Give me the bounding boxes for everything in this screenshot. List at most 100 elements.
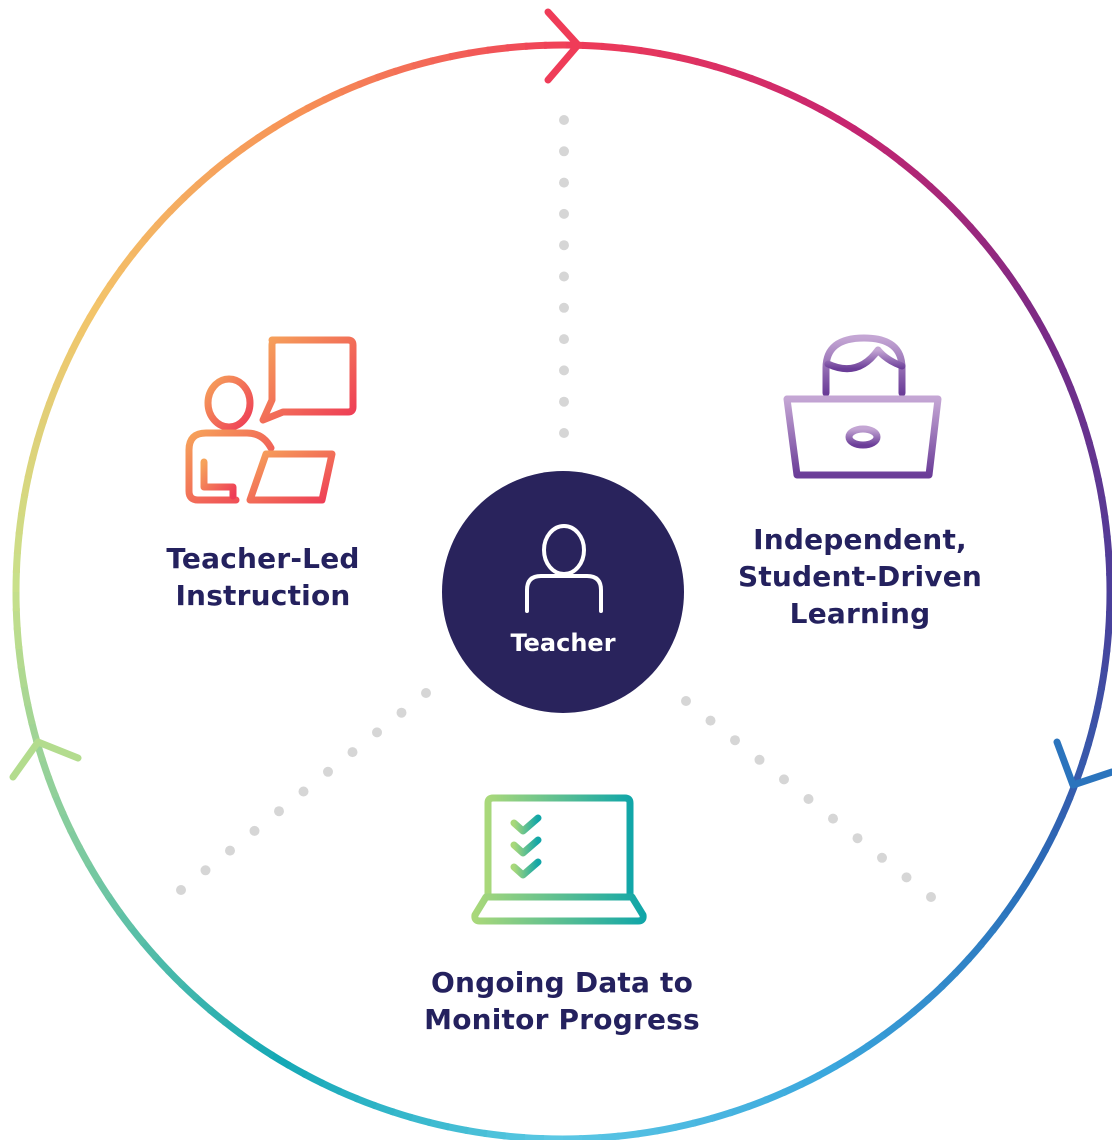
ring-segment — [239, 134, 262, 153]
ring-segment — [448, 49, 472, 61]
ring-segment — [486, 44, 510, 54]
ring-segment — [1033, 316, 1051, 340]
divider-dot — [298, 786, 309, 797]
ring-segment — [746, 1095, 770, 1111]
ring-segment — [579, 1134, 602, 1140]
ring-segment — [1085, 440, 1098, 464]
ring-segment — [657, 49, 681, 61]
divider-dot — [730, 735, 740, 746]
cycle-ring — [12, 41, 1112, 1140]
ring-segment — [66, 827, 84, 851]
ring-segment — [798, 1071, 822, 1089]
ring-segment — [1098, 496, 1109, 520]
teacher-label: Teacher — [510, 629, 616, 657]
laptop-checklist-icon — [471, 794, 647, 925]
ring-segment — [1104, 610, 1112, 634]
ring-segment — [20, 474, 32, 498]
ring-segment — [304, 95, 328, 113]
ring-segment — [748, 74, 772, 90]
divider-dot — [681, 696, 691, 706]
ring-segment — [600, 42, 624, 52]
ring-segment — [815, 1062, 839, 1080]
ring-segment — [638, 46, 662, 58]
divider-dot — [754, 754, 765, 765]
ring-segment — [895, 1008, 917, 1028]
divider-dot — [225, 845, 235, 856]
ring-segment — [710, 1108, 734, 1122]
ring-segment — [51, 792, 67, 816]
ring-segment — [654, 1123, 678, 1135]
ring-segment — [864, 1031, 887, 1050]
ring-segment — [521, 1133, 545, 1140]
ring-segment — [924, 982, 946, 1004]
divider-dot — [803, 794, 814, 804]
label-line: Ongoing Data to — [430, 966, 694, 999]
ring-segment — [964, 941, 985, 963]
ring-segment — [13, 627, 23, 650]
ring-segment — [848, 1042, 871, 1061]
ring-segment — [39, 401, 54, 425]
ring-segment — [818, 105, 841, 123]
ring-segment — [1089, 704, 1102, 728]
ring-segment — [866, 135, 889, 154]
divider-dot — [828, 813, 838, 824]
ring-segment — [255, 123, 278, 142]
divider-dot — [559, 115, 569, 125]
ring-segment — [374, 67, 398, 82]
ring-segment — [336, 1087, 360, 1103]
ring-segment — [17, 664, 28, 688]
ring-segment — [445, 1123, 469, 1135]
ring-segment — [117, 250, 137, 273]
ring-segment — [60, 348, 76, 371]
divider-dot — [559, 365, 569, 376]
teacher-laptop-speech-icon — [185, 336, 357, 504]
ring-segment — [268, 1051, 292, 1069]
ring-segment — [464, 1126, 488, 1138]
arrow-left-icon — [9, 738, 82, 781]
ring-segment — [1079, 741, 1093, 765]
ring-segment — [1066, 385, 1082, 409]
ring-segment — [505, 42, 528, 52]
ring-segment — [977, 926, 997, 949]
ring-segment — [76, 314, 94, 337]
ring-segment — [96, 281, 115, 304]
ring-segment — [1084, 723, 1098, 747]
label-line: Teacher-Led — [166, 542, 360, 575]
ring-segment — [781, 1080, 805, 1097]
ring-segment — [372, 1101, 396, 1116]
label-line: Independent, — [753, 523, 967, 556]
ring-segment — [167, 194, 188, 215]
label-line: Instruction — [175, 579, 351, 612]
ring-segment — [1002, 268, 1021, 291]
ring-segment — [940, 196, 961, 217]
ring-segment — [834, 115, 858, 133]
ring-segment — [991, 253, 1011, 275]
ring-segment — [483, 1129, 507, 1140]
ring-segment — [20, 683, 32, 707]
ring-segment — [502, 1132, 526, 1140]
ring-segment — [221, 1018, 244, 1038]
ring-segment — [165, 967, 186, 988]
ring-segment — [84, 861, 103, 884]
ring-segment — [1042, 333, 1060, 357]
divider-dot — [347, 747, 358, 758]
ring-segment — [105, 893, 124, 916]
ring-segment — [192, 993, 214, 1014]
ring-segment — [52, 365, 68, 389]
ring-segment — [1022, 863, 1040, 887]
ring-segment — [1105, 553, 1112, 576]
ring-segment — [1094, 477, 1106, 501]
ring-segment — [1001, 895, 1020, 918]
ring-segment — [356, 73, 380, 89]
ring-segment — [115, 909, 135, 931]
divider-dot — [274, 806, 284, 817]
ring-segment — [237, 1030, 260, 1049]
ring-segment — [728, 1102, 752, 1117]
ring-segment — [581, 41, 605, 51]
ring-segment — [1101, 515, 1111, 539]
ring-segment — [1032, 847, 1050, 870]
ring-segment — [12, 550, 22, 574]
ring-segment — [851, 125, 874, 144]
label-line: Learning — [789, 597, 931, 630]
ring-segment — [1023, 300, 1042, 323]
